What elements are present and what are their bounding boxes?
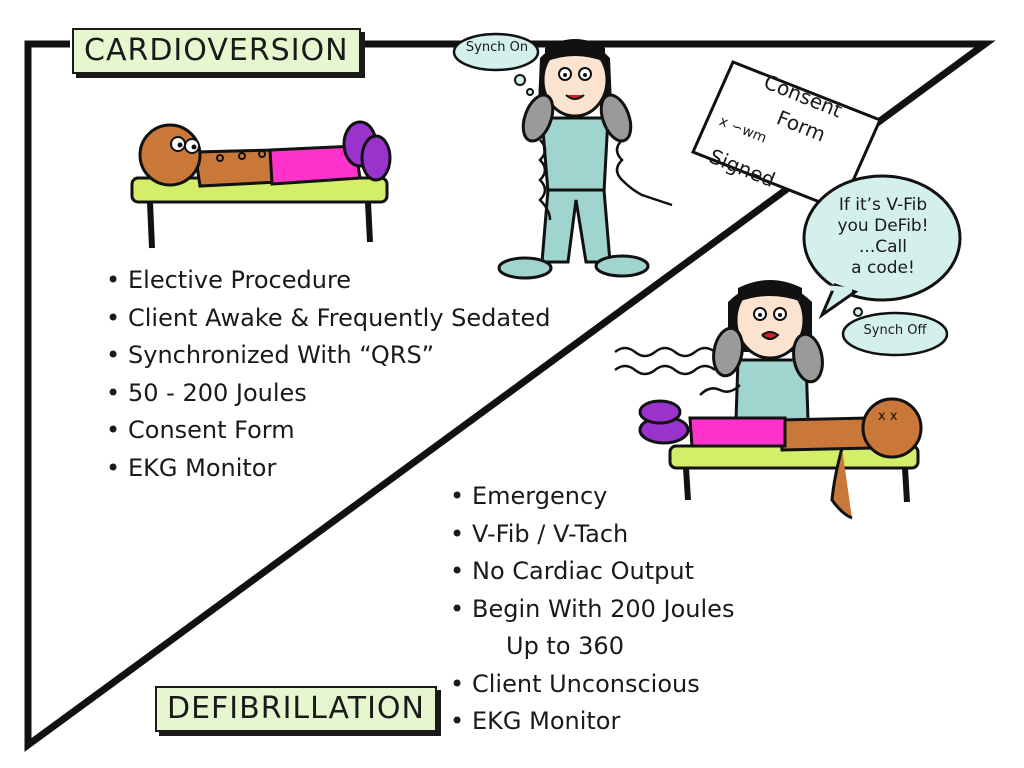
synch-off-label: Synch Off [863,323,927,338]
list-item: No Cardiac Output [450,553,734,591]
synch-on-label: Synch On [465,40,529,55]
speech-line: a code! [851,258,915,278]
defibrillation-patient-icon: x x [638,397,923,520]
vfib-speech-text: If it’s V-Fib you DeFib! ...Call a code! [818,195,948,279]
list-item-sub: Up to 360 [506,632,624,660]
list-item: Client Awake & Frequently Sedated [106,300,551,338]
list-item: EKG Monitor [106,450,551,488]
list-item: Elective Procedure [106,262,551,300]
list-item: Begin With 200 Joules Up to 360 [450,591,734,666]
vfib-speech-bubble-icon [802,174,962,320]
defibrillation-nurse-icon [614,280,824,422]
list-item: Client Unconscious [450,666,734,704]
triangle-divider [24,40,996,752]
cardioversion-bullet-list: Elective Procedure Client Awake & Freque… [106,262,551,487]
defibrillation-title: DEFIBRILLATION [155,686,437,732]
defibrillation-bullet-list: Emergency V-Fib / V-Tach No Cardiac Outp… [450,478,734,741]
svg-text:x x: x x [878,409,898,424]
list-item-label: Begin With 200 Joules [472,594,735,623]
list-item: Consent Form [106,412,551,450]
list-item: 50 - 200 Joules [106,375,551,413]
cardioversion-title: CARDIOVERSION [72,28,361,74]
synch-off-thought-bubble-icon [841,307,949,357]
cardioversion-nurse-icon [497,39,673,280]
list-item: Emergency [450,478,734,516]
speech-line: ...Call [859,237,907,257]
synch-on-thought-bubble-icon [452,32,540,96]
list-item: EKG Monitor [450,703,734,741]
list-item: V-Fib / V-Tach [450,516,734,554]
list-item: Synchronized With “QRS” [106,337,551,375]
speech-line: If it’s V-Fib [838,195,928,215]
speech-line: you DeFib! [837,216,929,236]
cardioversion-patient-icon [130,120,392,249]
